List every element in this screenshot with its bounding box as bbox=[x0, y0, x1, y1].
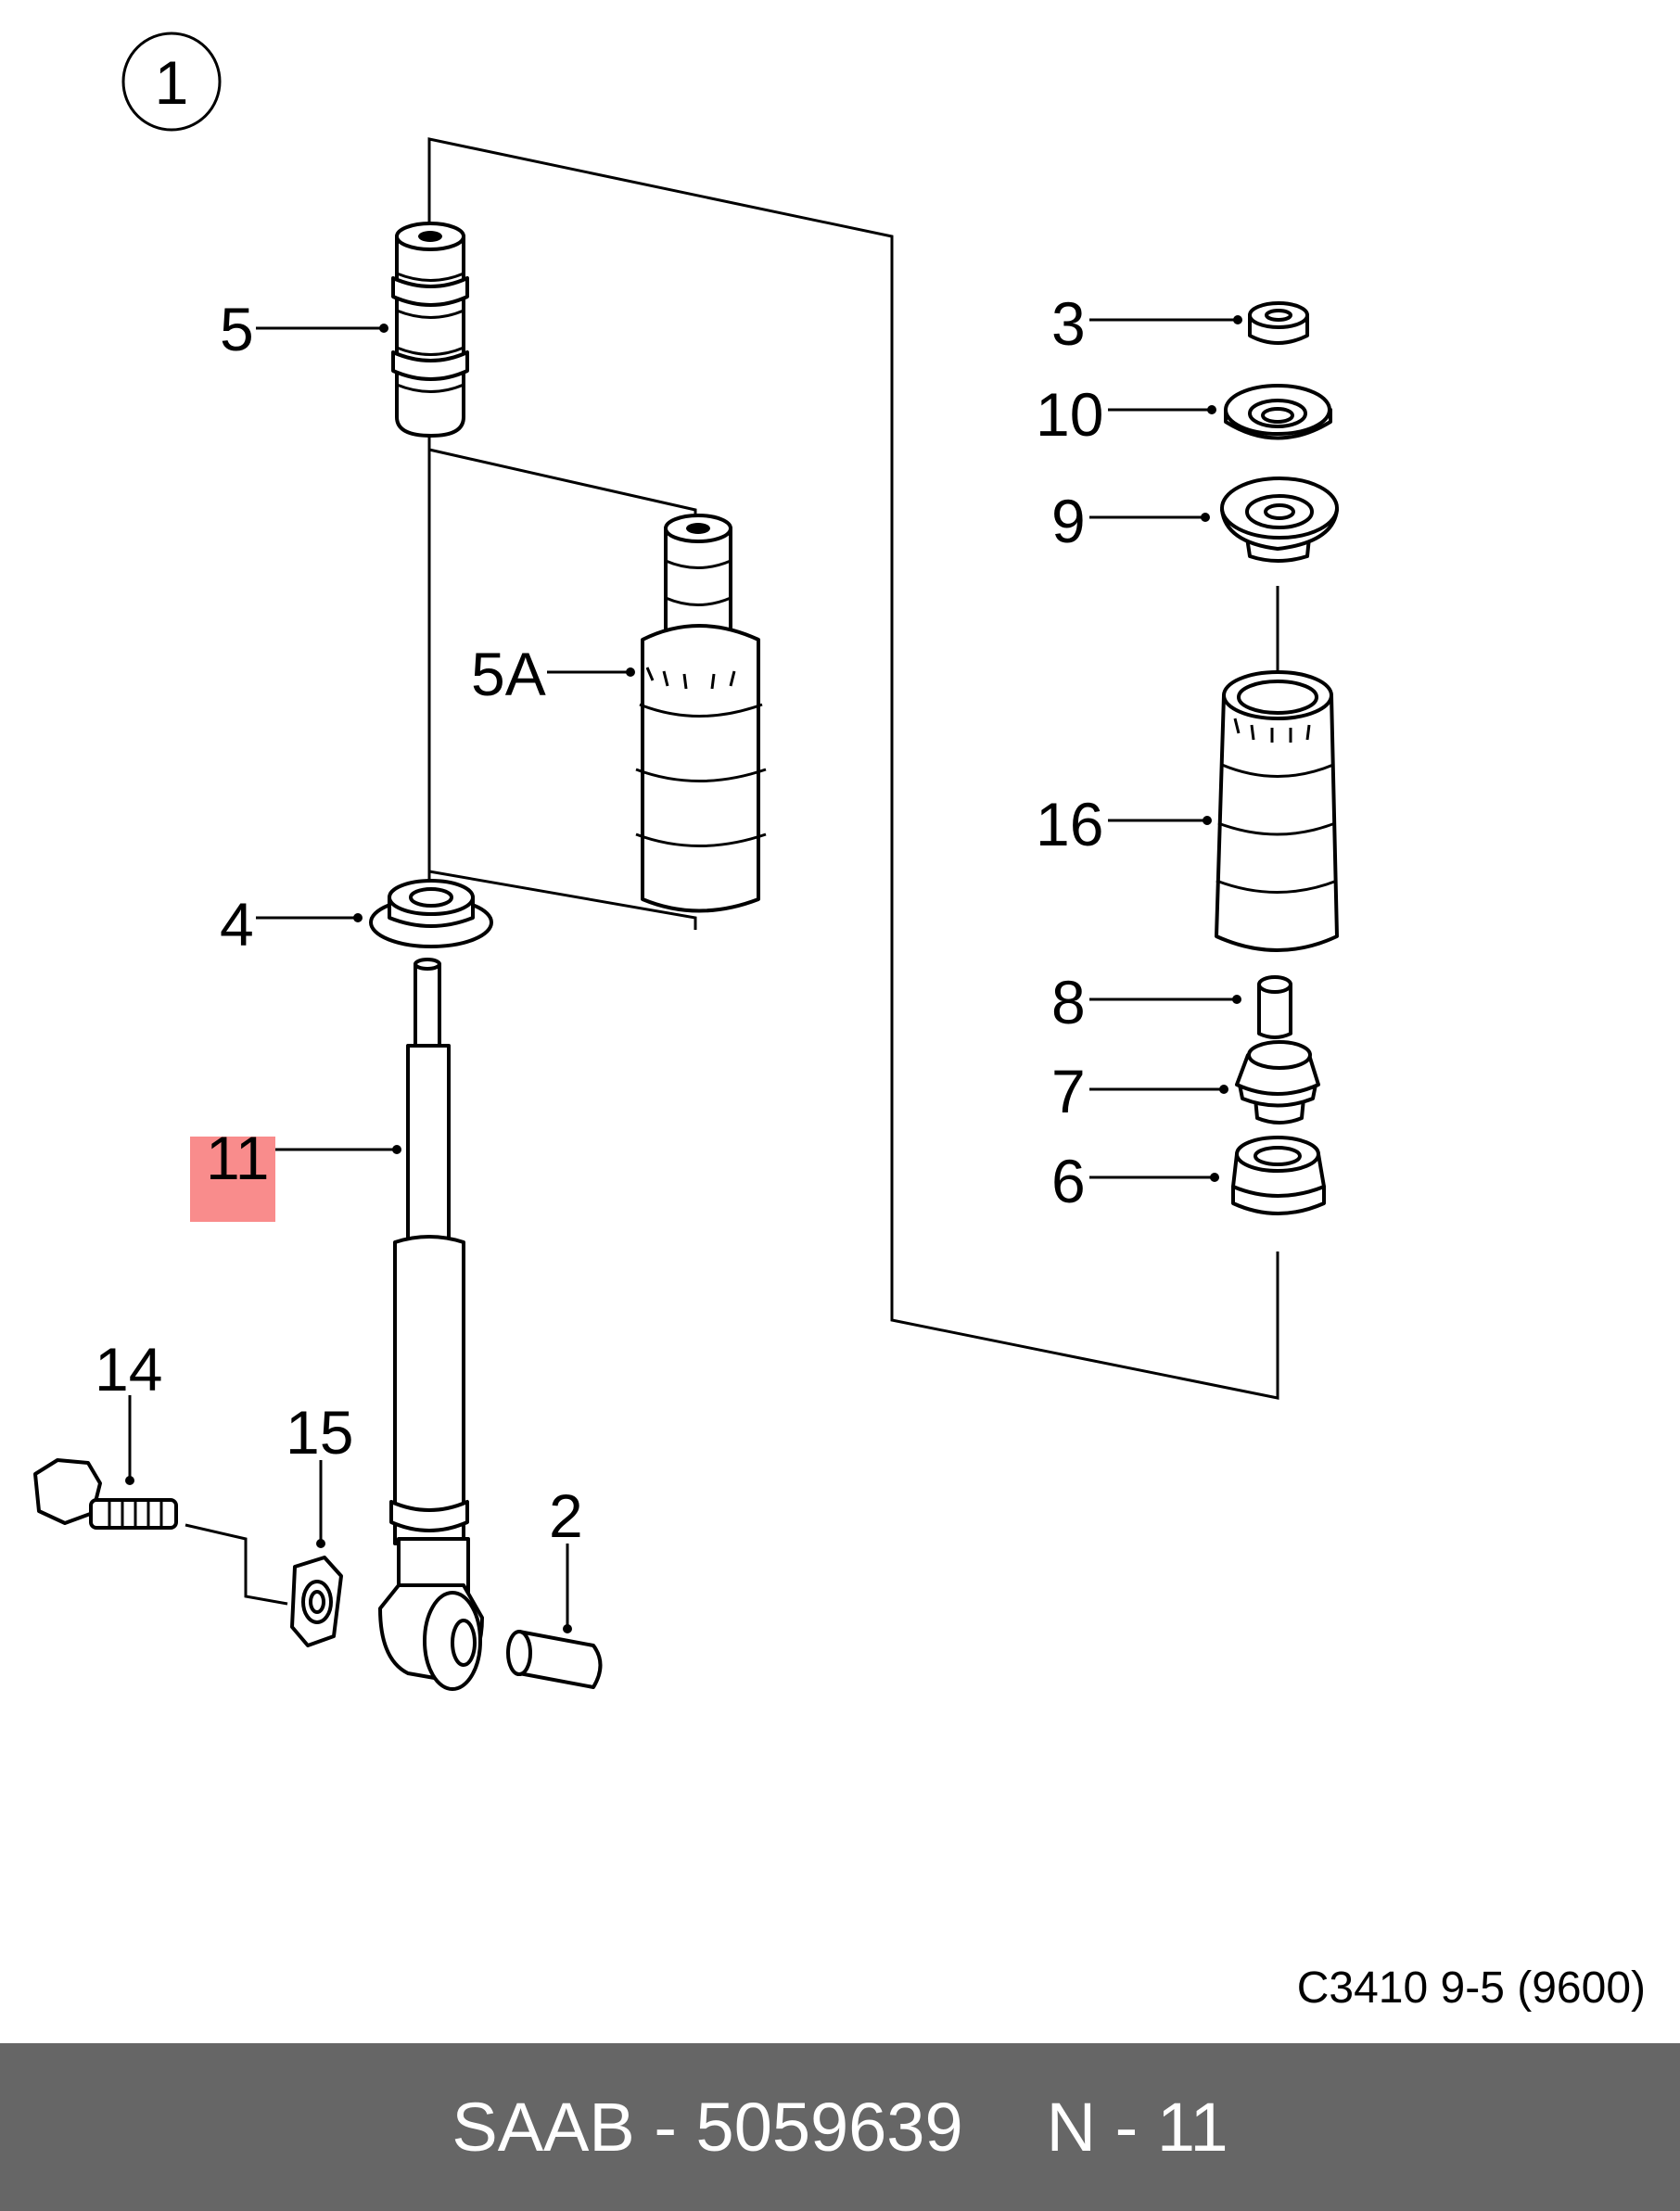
part-5a-bump-stop-boot bbox=[635, 514, 767, 913]
part-15-washer-plate bbox=[290, 1556, 343, 1647]
part-8-spacer bbox=[1257, 975, 1292, 1039]
callout-14: 14 bbox=[95, 1335, 162, 1404]
callout-8: 8 bbox=[1051, 968, 1086, 1036]
callout-9: 9 bbox=[1051, 487, 1086, 555]
part-4-seat-washer bbox=[369, 879, 493, 948]
bolt-connector-line bbox=[185, 1523, 288, 1606]
position-label: N - 11 bbox=[1046, 2089, 1228, 2166]
leader-lines bbox=[125, 315, 1242, 1633]
callout-11: 11 bbox=[206, 1124, 270, 1192]
figure-number-badge: 1 bbox=[121, 32, 222, 132]
brand-part-number: SAAB - 5059639 bbox=[452, 2089, 963, 2166]
callout-2: 2 bbox=[549, 1481, 583, 1550]
highlight-box bbox=[190, 1137, 275, 1222]
exploded-parts-diagram: 1 bbox=[33, 32, 1646, 2013]
part-6-bushing bbox=[1231, 1136, 1326, 1215]
callout-10: 10 bbox=[1036, 380, 1103, 449]
figure-number: 1 bbox=[155, 48, 189, 117]
callout-4: 4 bbox=[220, 890, 254, 959]
assembly-bracket-lines bbox=[427, 137, 1279, 1400]
callout-5: 5 bbox=[220, 295, 254, 363]
part-11-shock-absorber bbox=[378, 958, 484, 1691]
part-3-nut bbox=[1248, 301, 1309, 345]
part-10-washer bbox=[1224, 384, 1332, 440]
part-16-dust-boot bbox=[1215, 670, 1339, 952]
part-2-sleeve bbox=[506, 1630, 603, 1689]
part-14-bolt bbox=[33, 1458, 178, 1530]
part-9-top-mount bbox=[1220, 477, 1339, 563]
footer-bar: SAAB - 5059639 N - 11 bbox=[0, 2043, 1680, 2211]
part-7-bushing bbox=[1235, 1040, 1320, 1125]
callout-7: 7 bbox=[1051, 1057, 1086, 1125]
callout-labels: 5 5A 4 11 14 15 2 3 10 9 16 8 7 6 bbox=[95, 289, 1103, 1550]
callout-3: 3 bbox=[1051, 289, 1086, 358]
drawing-code: C3410 9-5 (9600) bbox=[1297, 1963, 1646, 2013]
callout-5a: 5A bbox=[471, 640, 546, 708]
callout-6: 6 bbox=[1051, 1147, 1086, 1215]
callout-16: 16 bbox=[1036, 790, 1103, 858]
callout-15: 15 bbox=[286, 1398, 353, 1467]
part-5-bump-stop bbox=[391, 222, 469, 438]
